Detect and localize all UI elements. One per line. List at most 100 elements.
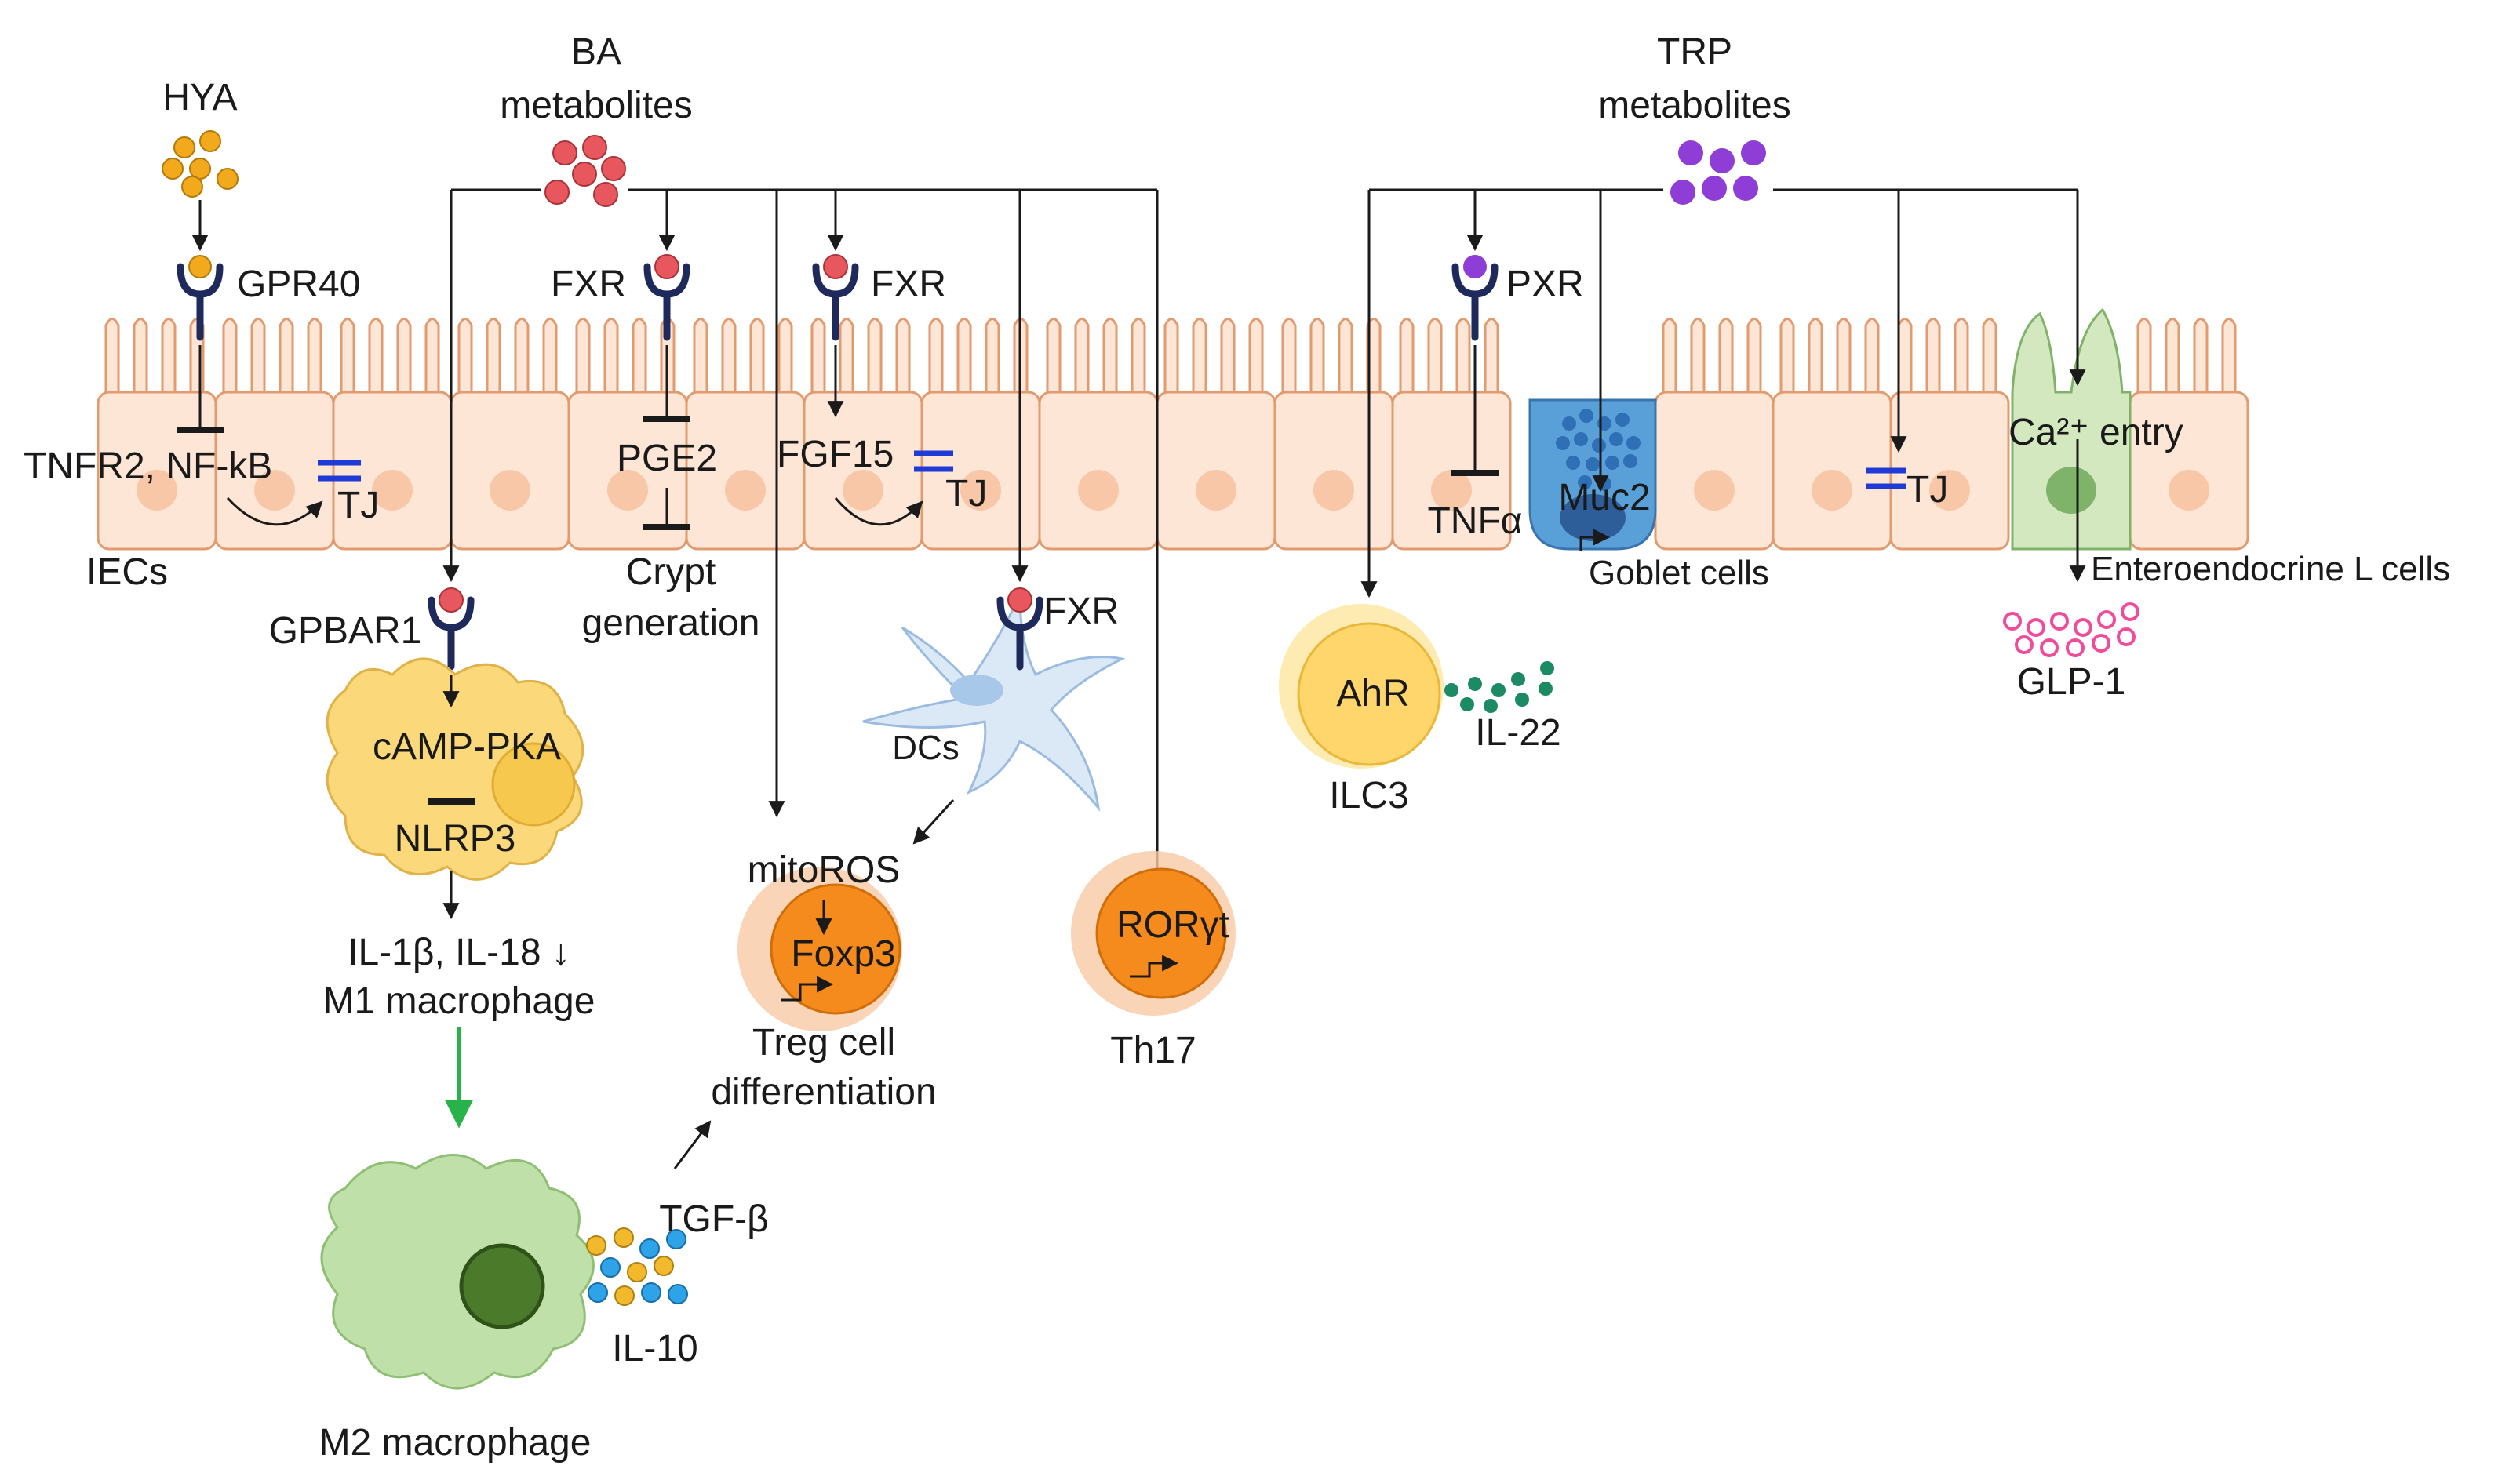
microvillus — [1690, 318, 1706, 392]
fxr-receptor-dc — [996, 587, 1043, 671]
tgf-to-treg-arrow — [673, 1120, 712, 1169]
th17-cell — [1071, 851, 1236, 1016]
enteroendocrine-l-cell — [2011, 307, 2132, 551]
label-il10: IL-10 — [612, 1328, 697, 1369]
mucus-granule — [1566, 456, 1580, 470]
label-treg-line1: Treg cell — [752, 1022, 895, 1064]
glp1-dots — [2003, 602, 2139, 657]
hya-dots — [162, 130, 239, 198]
microvillus — [810, 318, 826, 392]
label-foxp3: Foxp3 — [791, 933, 895, 975]
microvillus — [777, 318, 793, 392]
microvillus — [457, 318, 473, 392]
label-gpbar1: GPBAR1 — [269, 610, 422, 652]
label-crypt-line2: generation — [582, 602, 760, 644]
mucus-granule — [1626, 436, 1641, 450]
cell-nucleus — [960, 470, 1001, 511]
mucus-granule — [1605, 456, 1619, 470]
microvillus — [1455, 318, 1471, 392]
cell-nucleus — [1196, 470, 1236, 511]
tight-junction-3 — [1866, 467, 1906, 489]
microvillus — [424, 318, 440, 392]
microvillus — [279, 318, 294, 392]
label-ba-line2: metabolites — [500, 85, 692, 126]
cell-nucleus — [1078, 470, 1119, 511]
mucus-granule — [1562, 416, 1576, 431]
microvillus — [1366, 318, 1382, 392]
microvillus — [749, 318, 765, 392]
label-pxr: PXR — [1506, 264, 1584, 305]
label-ahr: AhR — [1336, 673, 1409, 715]
microvillus — [222, 318, 238, 392]
dendritic-cell — [862, 595, 1126, 813]
microvillus — [542, 318, 558, 392]
microvillus — [1746, 318, 1762, 392]
tight-junction-2 — [914, 450, 953, 472]
cell-nucleus — [490, 470, 530, 511]
label-ba-line1: BA — [571, 31, 621, 73]
dc-to-treg-arrow — [912, 798, 955, 845]
microvilli — [104, 318, 2237, 392]
microvillus — [1779, 318, 1795, 392]
microvillus — [1046, 318, 1062, 392]
microvillus — [1281, 318, 1297, 392]
label-enteroendocrine: Enteroendocrine L cells — [2091, 550, 2450, 588]
pxr-receptor — [1451, 255, 1499, 341]
microvillus — [1836, 318, 1852, 392]
ba-dots — [544, 135, 626, 207]
cell-nucleus — [843, 470, 883, 511]
cell-nucleus — [1313, 470, 1354, 511]
microvillus — [514, 318, 530, 392]
gpr40-receptor — [177, 255, 224, 341]
il22-dots — [1444, 661, 1554, 713]
microvillus — [985, 318, 1000, 392]
cell-nucleus — [2169, 470, 2209, 511]
m2-macrophage — [320, 1154, 595, 1390]
cell-nucleus — [1694, 470, 1735, 511]
microvillus — [368, 318, 384, 392]
mucus-granule — [1623, 454, 1637, 468]
microvillus — [1131, 318, 1146, 392]
label-iecs: IECs — [86, 551, 168, 593]
microvillus — [895, 318, 911, 392]
microvillus — [2136, 318, 2152, 392]
label-treg-line2: differentiation — [711, 1071, 936, 1113]
intracellular-signals — [177, 345, 2086, 583]
rorgt-promoter — [1130, 955, 1179, 978]
label-dcs: DCs — [892, 729, 960, 767]
label-trp-line2: metabolites — [1598, 85, 1790, 126]
mucus-granule — [1574, 432, 1588, 446]
treg-cell — [737, 867, 902, 1031]
foxp3-promoter — [781, 976, 834, 1002]
label-fxr-3: FXR — [1043, 591, 1119, 632]
label-m1-macrophage: M1 macrophage — [323, 980, 595, 1022]
label-mitoros: mitoROS — [748, 849, 901, 891]
microvillus — [1192, 318, 1207, 392]
microvillus — [1427, 318, 1443, 392]
microvillus — [1220, 318, 1236, 392]
label-pge2: PGE2 — [617, 438, 717, 479]
microvillus — [1484, 318, 1499, 392]
cell-nucleus — [254, 470, 295, 511]
cell-nucleus — [372, 470, 413, 511]
cell-nucleus — [607, 470, 648, 511]
label-rorgt: RORγt — [1116, 904, 1229, 946]
tight-junction-1 — [318, 460, 361, 482]
microvillus — [1897, 318, 1913, 392]
mucus-granules — [1556, 409, 1641, 491]
microvillus — [486, 318, 501, 392]
microvillus — [1864, 318, 1880, 392]
microvillus — [1925, 318, 1941, 392]
microvillus — [104, 318, 120, 392]
label-camp-pka: cAMP-PKA — [373, 726, 561, 768]
label-fxr-1: FXR — [551, 264, 626, 305]
microvillus — [1309, 318, 1325, 392]
microvillus — [867, 318, 883, 392]
microvillus — [1808, 318, 1823, 392]
cell-nucleus — [1431, 470, 1472, 511]
label-tj-1: TJ — [337, 485, 379, 526]
microvillus — [721, 318, 737, 392]
microvillus — [133, 318, 148, 392]
microvillus — [307, 318, 322, 392]
mucus-granule — [1615, 413, 1630, 427]
